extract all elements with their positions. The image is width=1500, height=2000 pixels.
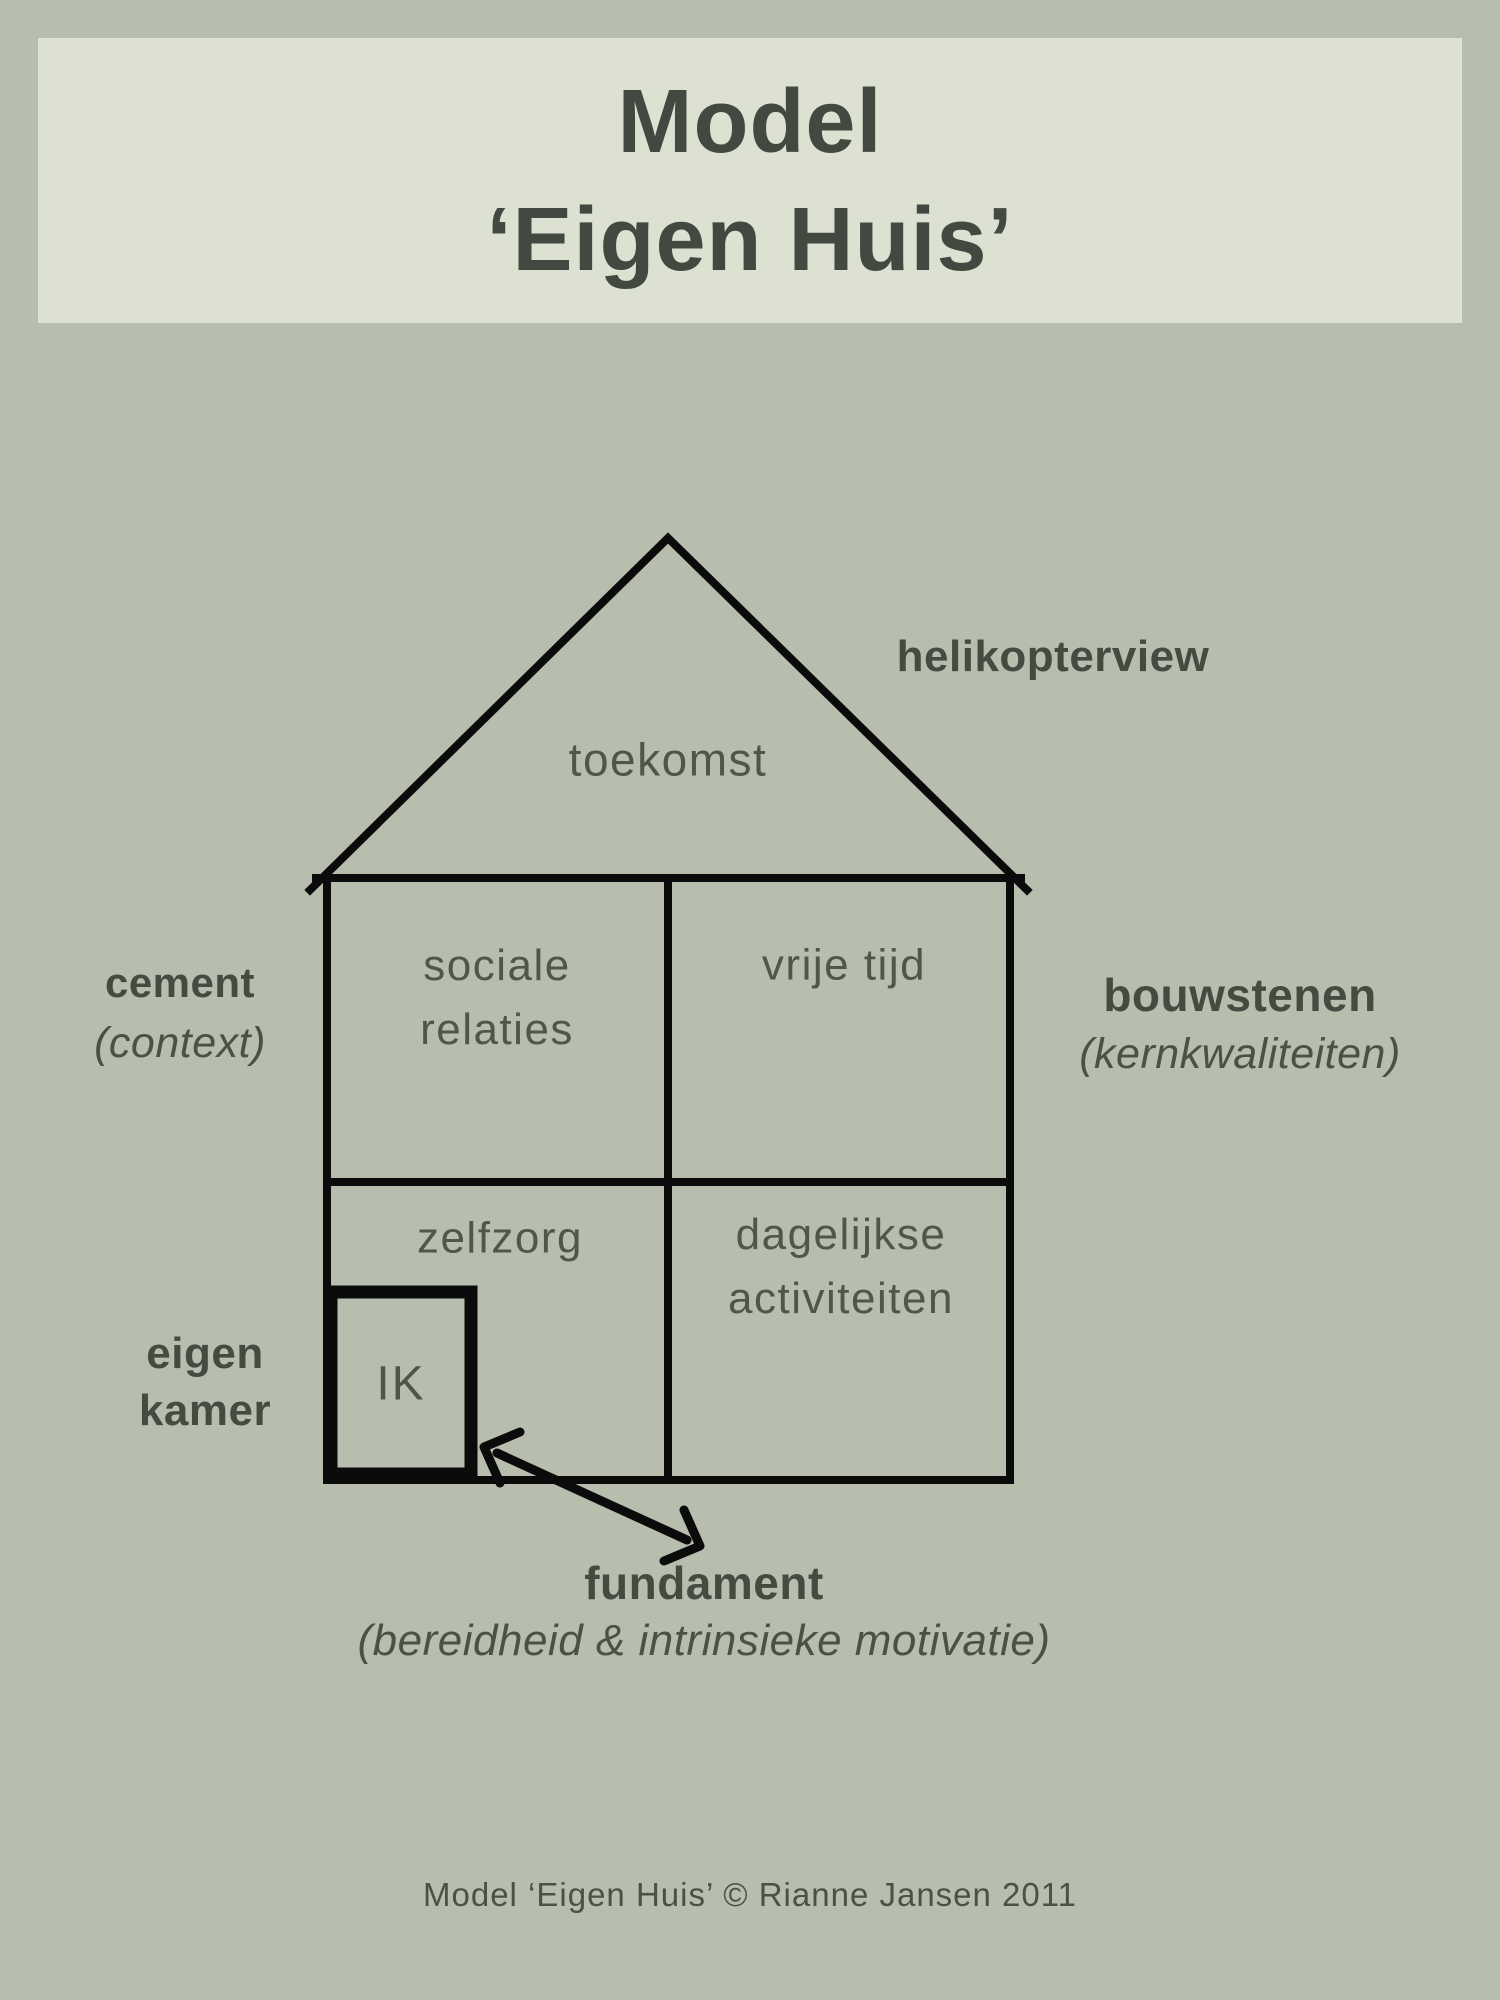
room-label-sociale-relaties-line2: relaties [420,1005,574,1054]
room-label-zelfzorg: zelfzorg [416,1213,584,1263]
annotation-bouwstenen-subtitle: (kernkwaliteiten) [1079,1030,1401,1078]
title-panel: Model ‘Eigen Huis’ [38,38,1462,323]
annotation-fundament: fundament (bereidheid & intrinsieke moti… [358,1554,1051,1670]
footer-credit: Model ‘Eigen Huis’ © Rianne Jansen 2011 [422,1876,1078,1913]
room-label-ik: IK [376,1357,426,1411]
roof-outline [304,532,1033,896]
room-label-vrije-tijd: vrije tijd [761,940,927,990]
annotation-fundament-title: fundament [584,1557,824,1609]
annotation-cement-subtitle: (context) [94,1019,266,1067]
page-title-line1: Model [617,71,883,172]
annotation-fundament-subtitle: (bereidheid & intrinsieke motivatie) [357,1616,1051,1665]
room-label-dagelijkse-activiteiten: dagelijkse activiteiten [728,1203,954,1331]
room-label-toekomst: toekomst [568,733,768,786]
annotation-bouwstenen-title: bouwstenen [1103,969,1377,1021]
room-label-sociale-relaties-line1: sociale [423,941,571,990]
room-label-sociale-relaties: sociale relaties [420,934,574,1062]
annotation-helikopterview: helikopterview [896,632,1210,681]
page-title-line2: ‘Eigen Huis’ [486,189,1014,290]
annotation-bouwstenen: bouwstenen (kernkwaliteiten) [1079,965,1401,1083]
annotation-eigen-kamer: eigen kamer [139,1325,271,1439]
fundament-arrow [479,1427,705,1566]
room-label-dagelijkse-line2: activiteiten [728,1274,954,1323]
annotation-eigen-kamer-line2: kamer [138,1386,272,1435]
room-label-dagelijkse-line1: dagelijkse [735,1210,947,1259]
annotation-cement-title: cement [104,959,256,1006]
ik-room-outline [324,1285,478,1481]
annotation-cement: cement (context) [94,953,266,1073]
annotation-eigen-kamer-line1: eigen [146,1329,264,1378]
